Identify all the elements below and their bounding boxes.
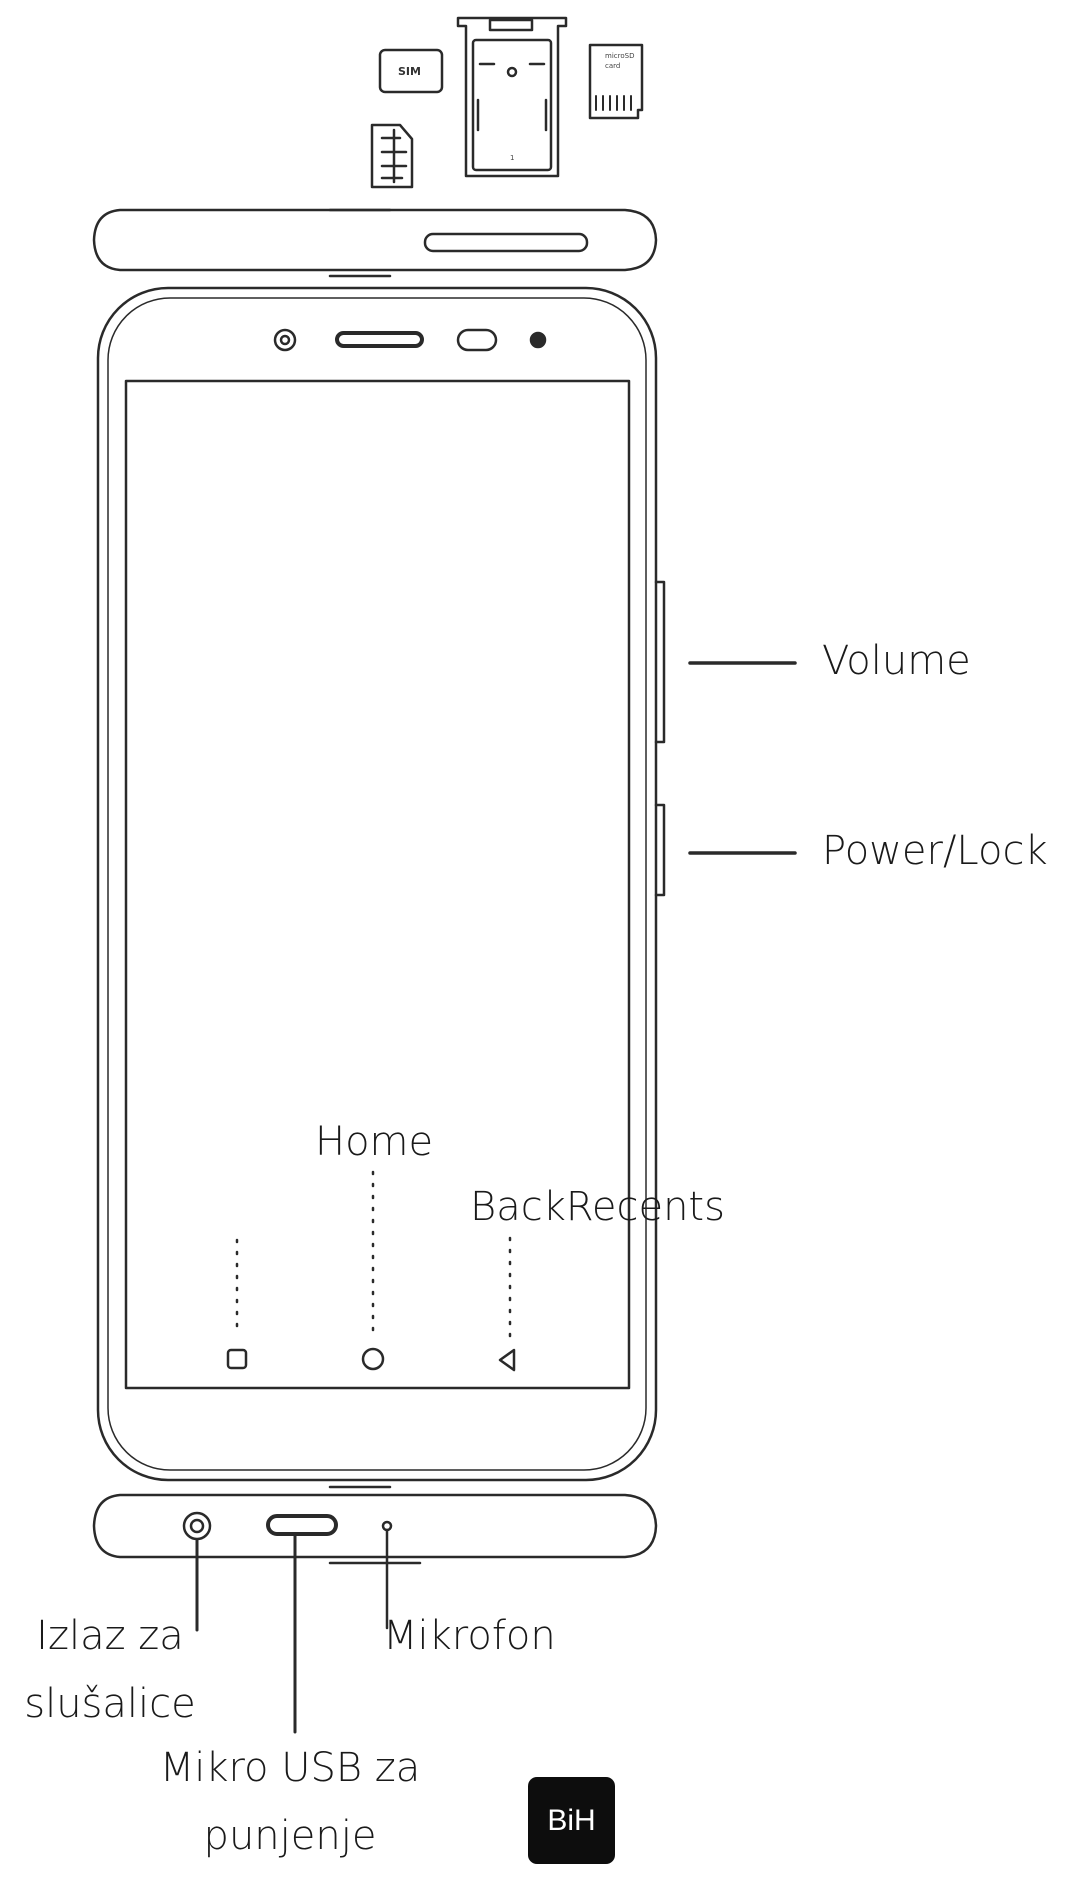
volume-label: Volume xyxy=(822,638,971,684)
home-label: Home xyxy=(315,1119,434,1165)
headphone-jack-icon xyxy=(182,1511,212,1541)
recents-key-icon xyxy=(226,1348,248,1370)
back-recents-label: BackRecents xyxy=(470,1184,725,1230)
usb-port-icon xyxy=(266,1514,338,1536)
headphone-label-line2: slušalice xyxy=(24,1681,196,1727)
microsd-label-line1: microSD xyxy=(605,52,634,60)
microsd-card: microSD card xyxy=(588,43,644,120)
phone-body xyxy=(96,286,666,1482)
volume-button xyxy=(654,580,666,744)
front-camera-icon xyxy=(273,328,297,352)
nano-sim-chip xyxy=(370,123,414,189)
power-button xyxy=(654,803,666,897)
home-key-icon xyxy=(361,1347,385,1371)
usb-label-line2: punjenje xyxy=(203,1813,377,1859)
tray-slot-number: 1 xyxy=(510,154,514,162)
phone-top-edge xyxy=(92,208,658,278)
screen xyxy=(124,379,631,1390)
usb-label-line1: Mikro USB za xyxy=(159,1745,421,1791)
microphone-label: Mikrofon xyxy=(383,1613,556,1659)
proximity-sensor xyxy=(456,328,498,352)
earpiece-speaker xyxy=(335,331,424,348)
headphone-label-line1: Izlaz za xyxy=(36,1613,184,1659)
sensor-dot xyxy=(529,331,547,349)
sim-card-label: SIM xyxy=(398,65,421,78)
nav-leaders xyxy=(235,1170,512,1338)
back-key-icon xyxy=(498,1348,516,1372)
phone-bottom-edge xyxy=(92,1485,658,1565)
power-lock-label: Power/Lock xyxy=(822,828,1048,874)
bih-logo-badge: BiH xyxy=(528,1777,615,1864)
microsd-label-line2: card xyxy=(605,62,620,70)
sim-card-adapter: SIM xyxy=(378,48,444,94)
sim-tray: 1 xyxy=(456,16,568,178)
